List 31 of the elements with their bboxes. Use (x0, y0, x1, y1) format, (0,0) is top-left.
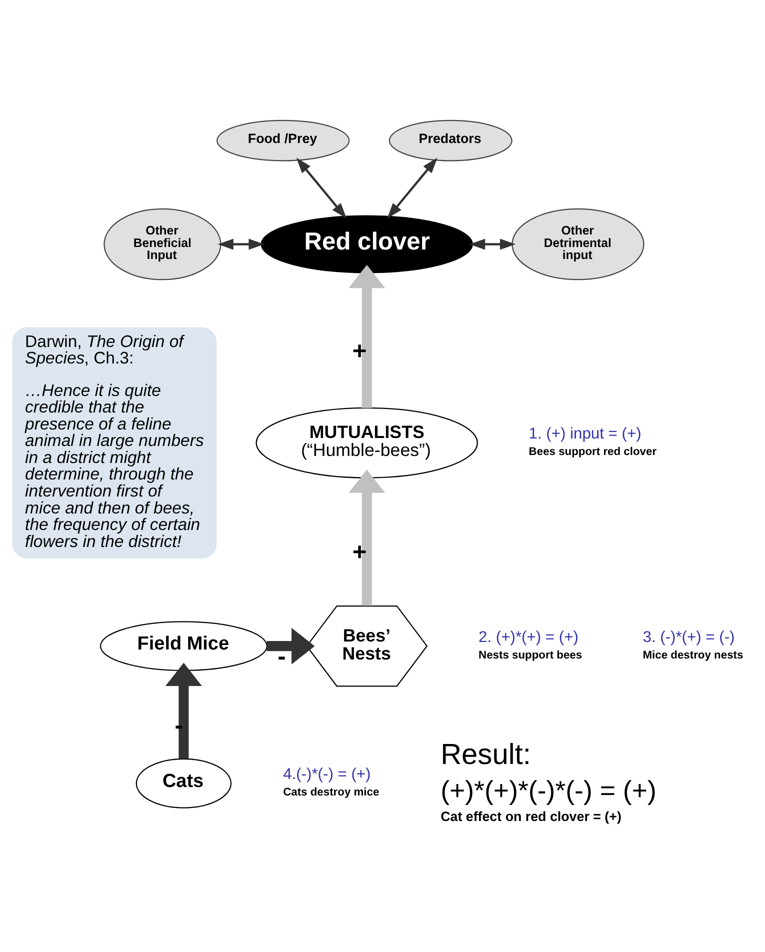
label: (+)*(+)*(-)*(-) = (+) (440, 774, 656, 805)
arrow (296, 157, 347, 218)
arrow (218, 238, 264, 250)
arrow (165, 662, 202, 758)
edge-label: - (278, 643, 286, 670)
arrow (348, 264, 386, 408)
node-ellipse: Other Beneficial Input (104, 208, 222, 280)
arrow (469, 238, 516, 250)
label: Nests support bees (478, 648, 582, 661)
node-ellipse: Field Mice (100, 620, 268, 671)
node-ellipse: MUTUALISTS (“Humble-bees”) (256, 406, 478, 478)
node-ellipse: Red clover (260, 214, 473, 273)
node-box: Darwin, The Origin of Species, Ch.3: …Hence it is quite credible that the presence of a feline animal in large numbers in a district might determine, through the intervention first of mice and then of bees, the frequency of certain flowers in the district! (12, 326, 217, 558)
edge-label: + (352, 337, 367, 364)
label: 3. (-)*(+) = (-) (642, 628, 735, 646)
edge-label: + (352, 538, 367, 566)
label: Mice destroy nests (642, 648, 744, 661)
label: 2. (+)*(+) = (+) (478, 628, 578, 646)
label: Cat effect on red clover = (+) (440, 808, 622, 824)
arrow (348, 469, 386, 606)
node-ellipse: Food /Prey (216, 119, 350, 161)
label: 1. (+) input = (+) (528, 425, 642, 442)
label: Cats destroy mice (283, 786, 380, 798)
node-ellipse: Cats (136, 758, 232, 808)
arrow (266, 627, 315, 664)
label: Bees support red clover (528, 446, 657, 458)
arrow (387, 157, 438, 218)
label: 4.(-)*(-) = (+) (283, 766, 371, 783)
node-ellipse: Predators (388, 119, 512, 161)
label: Result: (440, 738, 531, 771)
node-ellipse: Other Detrimental input (512, 208, 644, 280)
